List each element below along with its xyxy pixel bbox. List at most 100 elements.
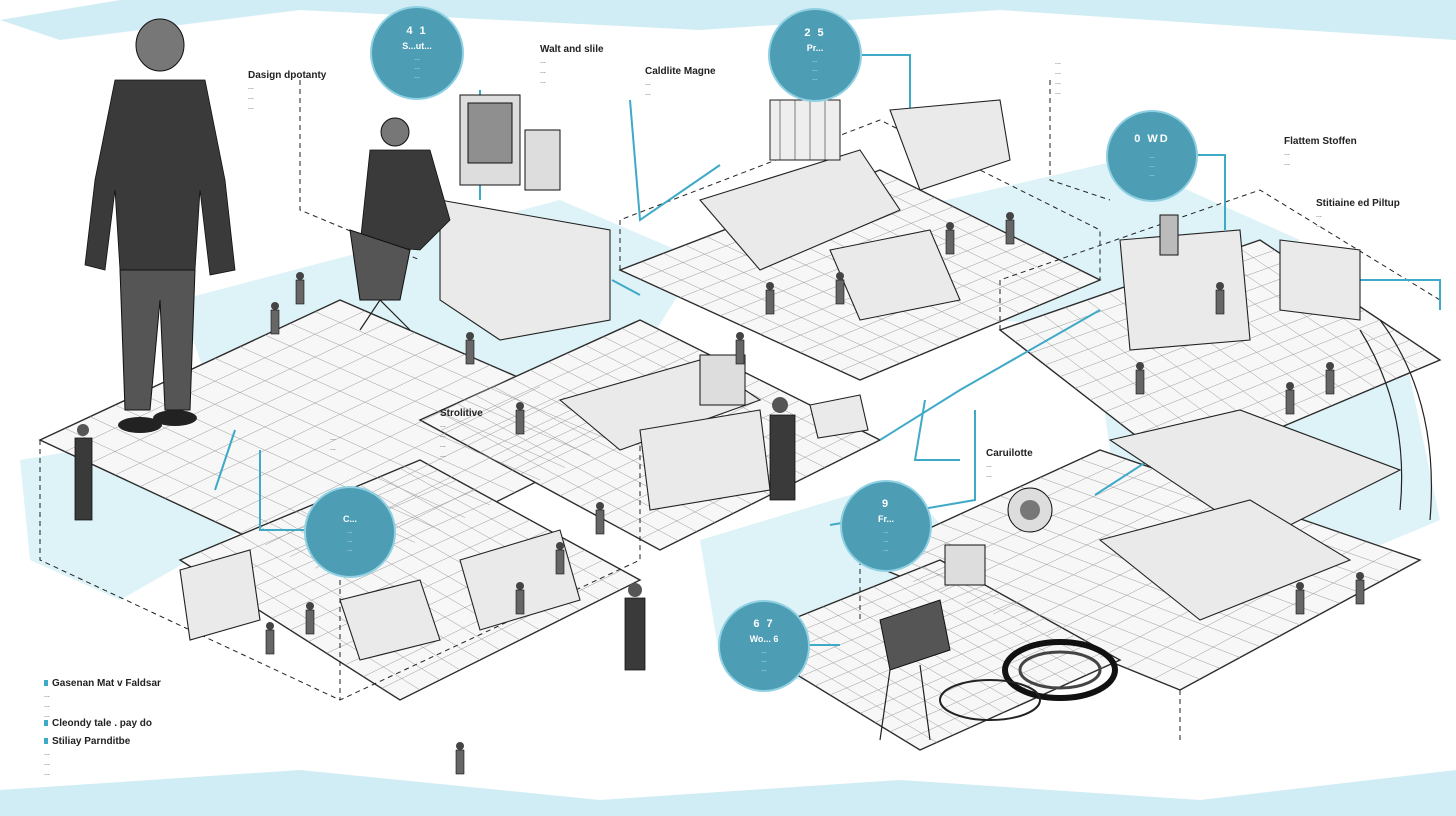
person-head bbox=[271, 302, 279, 310]
label-line: ... bbox=[852, 589, 858, 596]
label-line: ... bbox=[645, 80, 651, 87]
person-head bbox=[766, 282, 774, 290]
callout-circle: C... ... ... ... bbox=[306, 488, 394, 576]
man-in-suit-figure bbox=[84, 18, 236, 433]
callout-number: 6 7 bbox=[753, 618, 775, 630]
label-line: ... bbox=[440, 452, 446, 459]
label-line: ... bbox=[440, 442, 446, 449]
person-body bbox=[1325, 369, 1335, 395]
label-line: ... bbox=[44, 760, 50, 767]
annotation-label: ... ... bbox=[330, 432, 390, 454]
callout-line: ... bbox=[1149, 171, 1155, 178]
annotation-label: Stiliay Parnditbe ... ... ... bbox=[44, 736, 174, 779]
person-body bbox=[270, 309, 280, 335]
person-body bbox=[1135, 369, 1145, 395]
callout-circle: 6 7 Wo... 6 ... ... ... bbox=[720, 602, 808, 690]
person-head bbox=[1356, 572, 1364, 580]
person-body bbox=[515, 589, 525, 615]
person-head bbox=[1286, 382, 1294, 390]
person-head bbox=[1296, 582, 1304, 590]
callout-circle: 9 Fr... ... ... ... bbox=[842, 482, 930, 570]
label-line: ... bbox=[44, 702, 50, 709]
person-body bbox=[1215, 289, 1225, 315]
label-line: ... bbox=[330, 435, 336, 442]
label-line: ... bbox=[440, 422, 446, 429]
person-head bbox=[946, 222, 954, 230]
person-head bbox=[296, 272, 304, 280]
person-body bbox=[515, 409, 525, 435]
label-heading-text: Gasenan Mat v Faldsar bbox=[52, 678, 161, 689]
callout-line: ... bbox=[1149, 153, 1155, 160]
label-line: ... bbox=[1055, 59, 1061, 66]
person-head bbox=[596, 502, 604, 510]
label-line: ... bbox=[986, 462, 992, 469]
bullet-marker bbox=[44, 720, 48, 727]
person-body bbox=[305, 609, 315, 635]
lower-left-area bbox=[74, 424, 646, 671]
grid-line bbox=[819, 261, 1064, 362]
callout-title: S...ut... bbox=[402, 41, 432, 51]
person-body bbox=[765, 289, 775, 315]
person-head bbox=[836, 272, 844, 280]
callout-line: ... bbox=[761, 657, 767, 664]
bullet-marker bbox=[44, 738, 48, 745]
label-heading: Gasenan Mat v Faldsar bbox=[44, 678, 174, 689]
label-line: ... bbox=[1055, 79, 1061, 86]
callout-circle: 4 1 S...ut... ... ... ... bbox=[372, 8, 462, 98]
label-line: ... bbox=[44, 712, 50, 719]
person-body bbox=[465, 339, 475, 365]
callout-number: 9 bbox=[881, 498, 891, 510]
label-line: ... bbox=[986, 472, 992, 479]
callout-line: ... bbox=[347, 537, 353, 544]
callout-number: 4 1 bbox=[406, 25, 428, 37]
grid-line bbox=[858, 178, 1081, 289]
callout-line: ... bbox=[883, 546, 889, 553]
label-line: ... bbox=[44, 750, 50, 757]
person-body bbox=[295, 279, 305, 305]
person-body bbox=[1295, 589, 1305, 615]
person-body bbox=[735, 339, 745, 365]
callout-line: ... bbox=[761, 666, 767, 673]
callout-line: ... bbox=[347, 528, 353, 535]
grid-line bbox=[314, 311, 616, 443]
callout-line: ... bbox=[812, 57, 818, 64]
label-line: ... bbox=[440, 432, 446, 439]
person-body bbox=[945, 229, 955, 255]
person-head bbox=[1006, 212, 1014, 220]
machinery-lower bbox=[879, 487, 1118, 741]
callout-line: ... bbox=[414, 55, 420, 62]
label-line: ... bbox=[540, 78, 546, 85]
callout-line: ... bbox=[812, 75, 818, 82]
person-head bbox=[456, 742, 464, 750]
person-head bbox=[266, 622, 274, 630]
label-heading: Stitiaine ed Piltup bbox=[1316, 198, 1400, 209]
person-body bbox=[265, 629, 275, 655]
label-heading: Stiliay Parnditbe bbox=[44, 736, 174, 747]
callout-line: ... bbox=[414, 64, 420, 71]
person-head bbox=[556, 542, 564, 550]
production-floor bbox=[1098, 214, 1433, 621]
person-body bbox=[1285, 389, 1295, 415]
annotation-label: Gasenan Mat v Faldsar ... ... ... bbox=[44, 678, 174, 721]
label-heading: Cleondy tale . pay do bbox=[44, 718, 174, 729]
label-line: ... bbox=[1316, 212, 1322, 219]
callout-title: C... bbox=[342, 514, 357, 524]
label-line: ... bbox=[248, 94, 254, 101]
person-head bbox=[516, 582, 524, 590]
annotation-label: Stitiaine ed Piltup ... ... bbox=[1316, 198, 1426, 231]
callout-number: 0 WD bbox=[1134, 133, 1170, 145]
grid-line bbox=[381, 569, 622, 689]
label-line: ... bbox=[44, 692, 50, 699]
label-heading: Caruilotte bbox=[986, 448, 1033, 459]
callout-title: Pr... bbox=[806, 43, 824, 53]
person-body bbox=[1005, 219, 1015, 245]
callout-number: 2 5 bbox=[804, 27, 826, 39]
annotation-label: ... ... ... ... bbox=[1055, 56, 1135, 98]
person-body bbox=[455, 749, 465, 775]
people-markers bbox=[265, 212, 1365, 775]
callout-title: Wo... 6 bbox=[749, 634, 779, 644]
grid-line bbox=[1153, 550, 1394, 680]
person-body bbox=[555, 549, 565, 575]
annotation-label: Flattem Stoffen ... ... bbox=[1284, 136, 1384, 169]
